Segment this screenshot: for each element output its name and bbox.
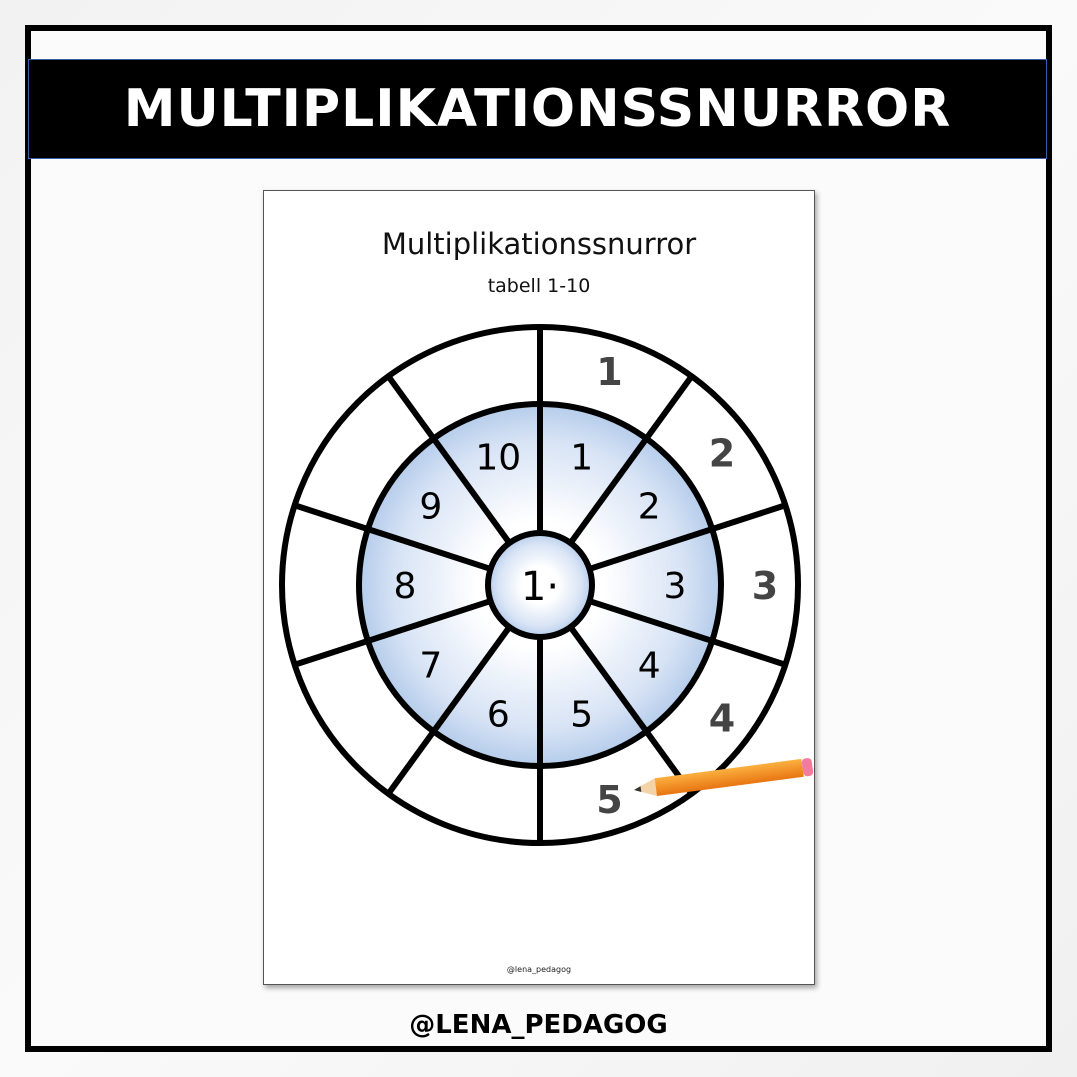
banner-title: MULTIPLIKATIONSSNURROR (123, 79, 952, 139)
inner-number: 2 (638, 487, 661, 528)
worksheet-title: Multiplikationssnurror (381, 227, 697, 261)
spoke-line (385, 625, 512, 796)
inner-number: 10 (475, 438, 521, 479)
center-label: 1· (521, 564, 559, 610)
inner-number: 1 (570, 438, 593, 479)
outer-answer-number: 4 (709, 696, 735, 740)
inner-number: 7 (419, 645, 442, 686)
center-hub (485, 530, 595, 640)
pencil-icon (634, 758, 814, 797)
inner-number: 3 (664, 566, 687, 607)
spoke-line (293, 502, 492, 572)
outer-answer-number: 5 (596, 778, 622, 822)
inner-number: 6 (487, 694, 510, 735)
worksheet-subtitle: tabell 1-10 (487, 275, 591, 297)
spoke-line (293, 598, 492, 668)
inner-number: 9 (419, 487, 442, 528)
footer-handle: @LENA_PEDAGOG (409, 1010, 668, 1040)
outer-answer-number: 3 (752, 564, 778, 608)
spoke-line (588, 502, 787, 572)
spoke-line (568, 625, 695, 796)
inner-number: 4 (638, 645, 661, 686)
outer-answer-number: 1 (596, 350, 622, 394)
title-banner: MULTIPLIKATIONSSNURROR (28, 59, 1047, 159)
spoke-line (568, 374, 695, 545)
inner-number: 5 (570, 694, 593, 735)
outer-answer-number: 2 (709, 432, 735, 476)
spoke-line (385, 374, 512, 545)
worksheet-credit: @lena_pedagog (506, 965, 572, 974)
inner-number: 8 (394, 566, 417, 607)
spoke-line (588, 598, 787, 668)
